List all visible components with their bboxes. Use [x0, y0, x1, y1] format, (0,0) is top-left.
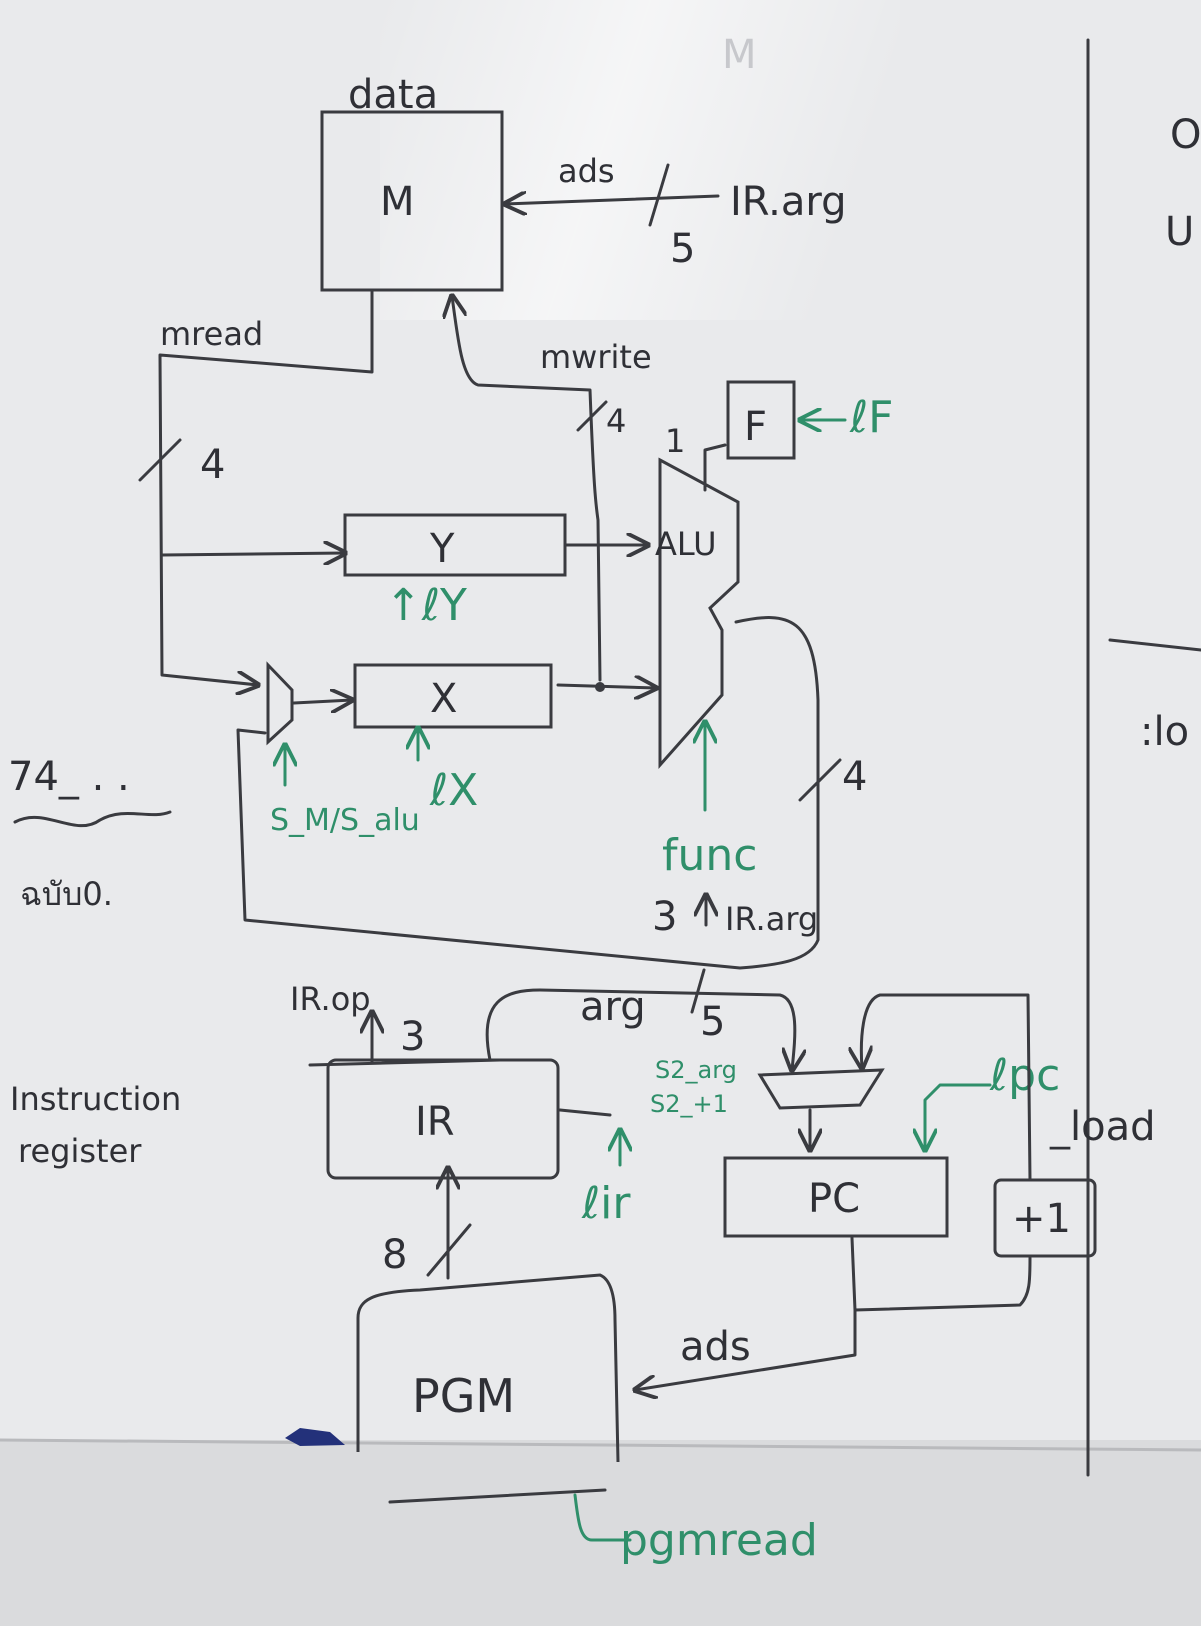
side-note-thai: ฉบับ0. — [20, 875, 113, 913]
ir-op-width: 3 — [400, 1014, 425, 1060]
pc-load-wire — [925, 1083, 992, 1150]
mread-to-y-wire — [160, 553, 345, 555]
memory-address-source: IR.arg — [730, 179, 847, 225]
pc-load-suffix: _load — [1049, 1104, 1156, 1150]
pc-name: PC — [808, 1176, 860, 1222]
register-y-load: ↑ℓY — [385, 580, 467, 631]
memory-address-width: 5 — [670, 226, 695, 272]
memory-address-wire — [505, 196, 720, 204]
pc-to-incrementer-wire — [850, 1236, 1032, 1312]
alu-output-bus — [236, 616, 820, 970]
x-mux-select: S_M/S_alu — [270, 803, 420, 838]
memory-name: M — [380, 179, 415, 225]
mwrite-bus-width: 4 — [606, 402, 626, 440]
ir-arg-label: arg — [580, 984, 646, 1030]
memory-block — [320, 110, 504, 292]
pgm-address-label: ads — [680, 1324, 751, 1370]
side-note-right-3: :lo — [1140, 709, 1189, 755]
pgmread-signal: pgmread — [620, 1515, 818, 1566]
func-bus-width: 3 — [652, 894, 677, 940]
ir-op-label: IR.op — [290, 980, 371, 1018]
pc-mux-select-1: S2_arg — [655, 1056, 737, 1084]
flag-load-signal: ℓF — [849, 392, 893, 443]
ir-side-label-1: Instruction — [10, 1080, 181, 1118]
flag-register-name: F — [744, 404, 767, 450]
mwrite-label: mwrite — [540, 338, 652, 376]
pc-to-pgm-wire — [635, 1308, 857, 1390]
mread-bus — [158, 288, 374, 685]
alu-out-bus-width: 4 — [842, 754, 867, 800]
arg-bus-width: 5 — [700, 999, 725, 1045]
ir-arg-bus — [485, 988, 795, 1070]
mread-label: mread — [160, 315, 263, 353]
incrementer-block — [993, 1178, 1097, 1258]
light-glare — [380, 0, 900, 320]
incrementer-to-mux-wire — [861, 993, 1032, 1182]
ir-load-signal: ℓir — [581, 1178, 631, 1229]
flag-register — [726, 380, 796, 460]
register-x-name: X — [430, 676, 457, 722]
side-note-right-1: O — [1170, 112, 1201, 158]
program-memory-name: PGM — [412, 1369, 515, 1423]
incrementer-name: +1 — [1012, 1196, 1071, 1242]
alu-flag-wire — [703, 443, 727, 492]
ir-side-label-2: register — [18, 1132, 142, 1170]
side-note-right-2: U — [1165, 209, 1194, 255]
x-junction — [595, 682, 605, 692]
mux-to-x-wire — [292, 700, 352, 703]
mread-bus-width: 4 — [200, 442, 225, 488]
mwrite-bus — [452, 296, 602, 682]
pgm-bus-width: 8 — [382, 1232, 407, 1278]
memory-top-label: data — [348, 72, 438, 118]
faint-erased-letter: M — [722, 32, 757, 78]
register-x-load: ℓX — [429, 765, 478, 816]
board-tray — [0, 1440, 1201, 1626]
x-input-mux — [266, 661, 294, 746]
register-y-name: Y — [429, 526, 455, 572]
alu-func-source: IR.arg — [725, 900, 818, 938]
memory-address-label: ads — [558, 152, 615, 190]
pc-register — [723, 1156, 949, 1238]
ir-name: IR — [415, 1099, 455, 1145]
pc-mux-select-2: S2_+1 — [650, 1090, 728, 1118]
alu-name: ALU — [655, 525, 717, 563]
marker-stain — [285, 1428, 345, 1446]
flag-bus-width: 1 — [665, 422, 685, 460]
side-note-number: 74_ . . — [8, 754, 130, 800]
x-to-alu-wire — [556, 685, 656, 688]
pc-load-signal: ℓpc — [989, 1050, 1060, 1101]
pgmread-wire — [573, 1493, 632, 1542]
pc-mux — [757, 1068, 885, 1110]
alu-block — [658, 457, 740, 769]
program-memory-block — [356, 1273, 620, 1463]
alu-func-label: func — [662, 830, 757, 881]
